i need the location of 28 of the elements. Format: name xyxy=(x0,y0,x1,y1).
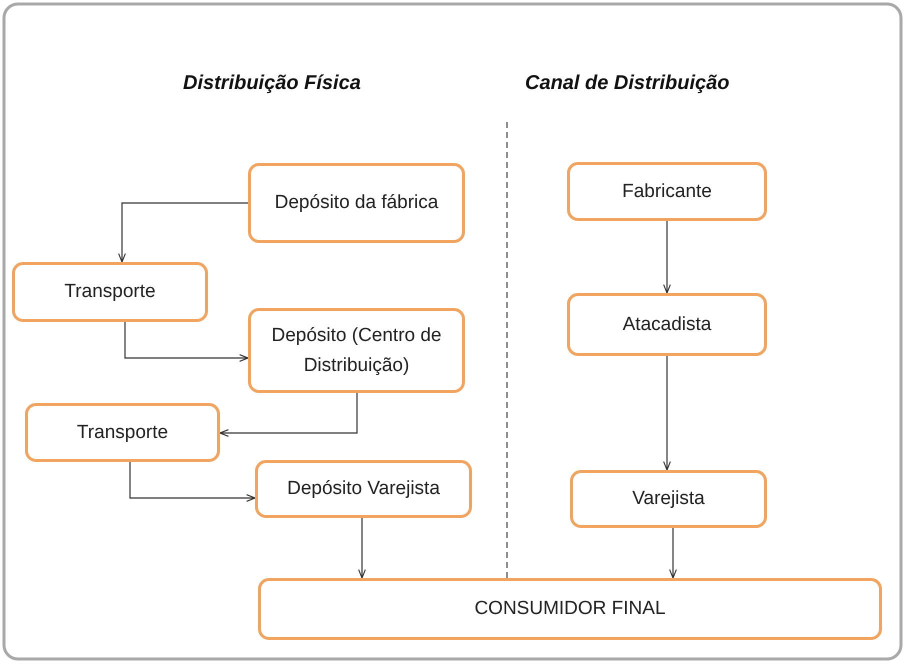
process-box xyxy=(12,262,208,322)
box-label: CONSUMIDOR FINAL xyxy=(474,597,666,622)
process-box xyxy=(248,308,465,393)
process-box xyxy=(567,162,767,221)
arrow xyxy=(663,221,671,294)
process-box xyxy=(258,578,882,640)
process-box xyxy=(567,293,767,356)
box-label: Depósito Varejista xyxy=(287,477,440,502)
box-label: Atacadista xyxy=(622,312,712,337)
process-box xyxy=(248,163,465,243)
process-box xyxy=(25,403,220,462)
process-box xyxy=(570,470,767,528)
arrow xyxy=(124,322,249,362)
box-label: Varejista xyxy=(632,487,705,512)
box-label: Depósito (Centro de Distribuição) xyxy=(270,324,443,378)
column-heading: Canal de Distribuição xyxy=(525,72,730,95)
box-label: Depósito da fábrica xyxy=(274,191,438,216)
arrow xyxy=(118,202,248,263)
arrow xyxy=(663,356,671,471)
process-box xyxy=(255,460,472,518)
arrow xyxy=(358,518,366,579)
arrow xyxy=(129,462,256,502)
box-label: Fabricante xyxy=(622,180,712,204)
box-label: Transporte xyxy=(64,280,156,304)
arrow xyxy=(669,528,677,579)
column-heading: Distribuição Física xyxy=(183,72,361,95)
box-label: Transporte xyxy=(76,420,168,445)
arrow xyxy=(219,393,358,437)
